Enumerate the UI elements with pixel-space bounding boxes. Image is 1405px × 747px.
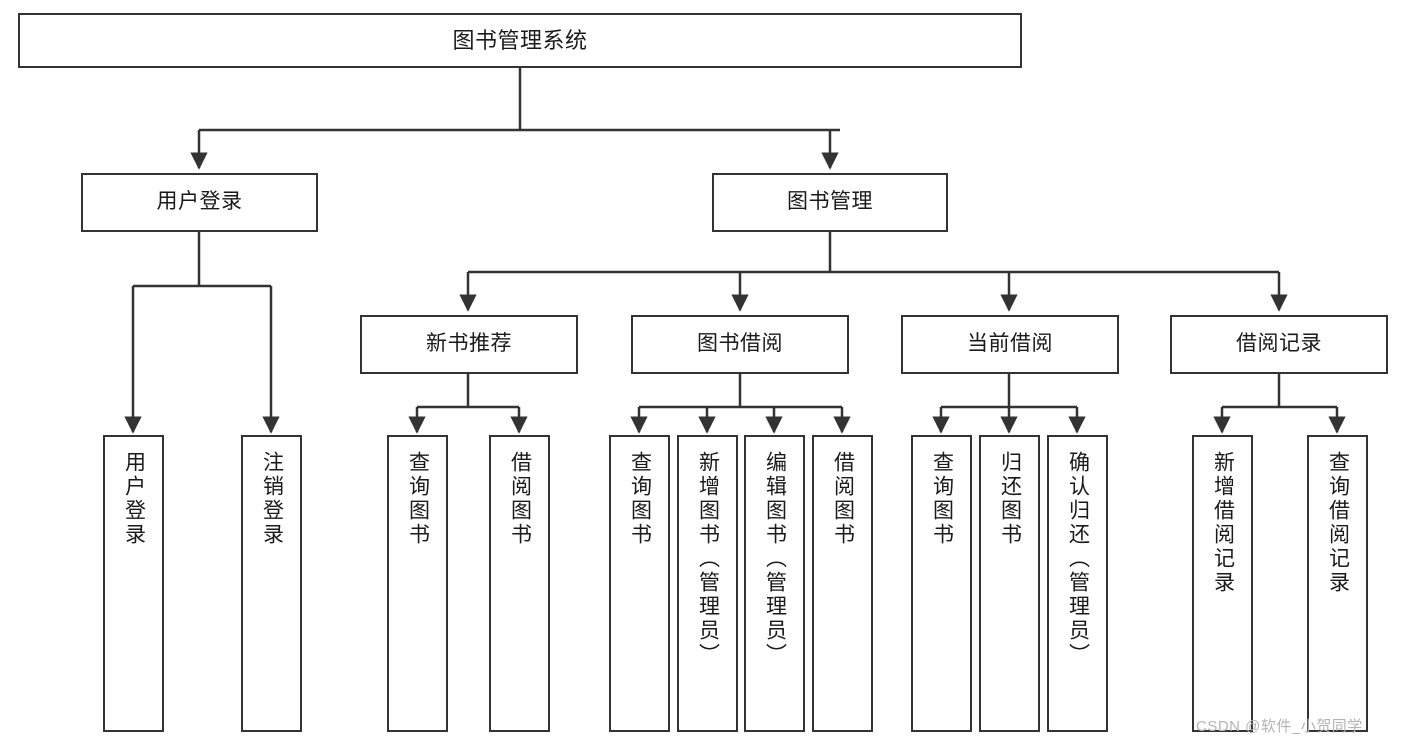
node-leaf-query-book-1-label: 查询图书 [406, 451, 430, 547]
node-leaf-add-record[interactable]: 新增借阅记录 [1192, 435, 1253, 732]
node-current-borrow-label: 当前借阅 [967, 332, 1053, 356]
node-leaf-borrow-book-1[interactable]: 借阅图书 [489, 435, 550, 732]
node-leaf-borrow-book-2-label: 借阅图书 [831, 451, 855, 547]
node-leaf-borrow-book-1-label: 借阅图书 [508, 451, 532, 547]
node-leaf-return-book-label: 归还图书 [998, 451, 1022, 547]
node-leaf-query-record[interactable]: 查询借阅记录 [1307, 435, 1368, 732]
node-current-borrow[interactable]: 当前借阅 [901, 315, 1119, 374]
node-leaf-user-logout-label: 注销登录 [260, 451, 284, 547]
node-leaf-user-login[interactable]: 用户登录 [103, 435, 164, 732]
node-book-manage[interactable]: 图书管理 [712, 173, 948, 232]
node-root-label: 图书管理系统 [452, 27, 588, 53]
node-leaf-confirm-return-label: 确认归还（管理员） [1066, 451, 1090, 667]
node-leaf-add-book-label: 新增图书（管理员） [696, 451, 720, 667]
node-leaf-query-book-3-label: 查询图书 [930, 451, 954, 547]
node-leaf-user-logout[interactable]: 注销登录 [241, 435, 302, 732]
node-new-book-rec[interactable]: 新书推荐 [360, 315, 578, 374]
csdn-watermark: CSDN @软件_小贺同学 [1196, 718, 1363, 735]
node-leaf-add-book[interactable]: 新增图书（管理员） [677, 435, 738, 732]
node-book-borrow[interactable]: 图书借阅 [631, 315, 849, 374]
node-leaf-query-book-2-label: 查询图书 [628, 451, 652, 547]
node-leaf-borrow-book-2[interactable]: 借阅图书 [812, 435, 873, 732]
node-user-login-label: 用户登录 [156, 190, 243, 214]
node-leaf-return-book[interactable]: 归还图书 [979, 435, 1040, 732]
node-leaf-query-book-2[interactable]: 查询图书 [609, 435, 670, 732]
node-book-manage-label: 图书管理 [787, 190, 873, 214]
node-user-login[interactable]: 用户登录 [81, 173, 318, 232]
node-leaf-query-record-label: 查询借阅记录 [1326, 451, 1350, 595]
node-leaf-query-book-1[interactable]: 查询图书 [387, 435, 448, 732]
node-leaf-confirm-return[interactable]: 确认归还（管理员） [1047, 435, 1108, 732]
node-borrow-record[interactable]: 借阅记录 [1170, 315, 1388, 374]
node-root[interactable]: 图书管理系统 [18, 13, 1022, 68]
node-new-book-rec-label: 新书推荐 [426, 332, 512, 356]
node-leaf-query-book-3[interactable]: 查询图书 [911, 435, 972, 732]
node-leaf-user-login-label: 用户登录 [122, 451, 146, 547]
node-leaf-edit-book[interactable]: 编辑图书（管理员） [744, 435, 805, 732]
node-leaf-edit-book-label: 编辑图书（管理员） [763, 451, 787, 667]
node-borrow-record-label: 借阅记录 [1236, 332, 1322, 356]
node-book-borrow-label: 图书借阅 [697, 332, 783, 356]
node-leaf-add-record-label: 新增借阅记录 [1211, 451, 1235, 595]
